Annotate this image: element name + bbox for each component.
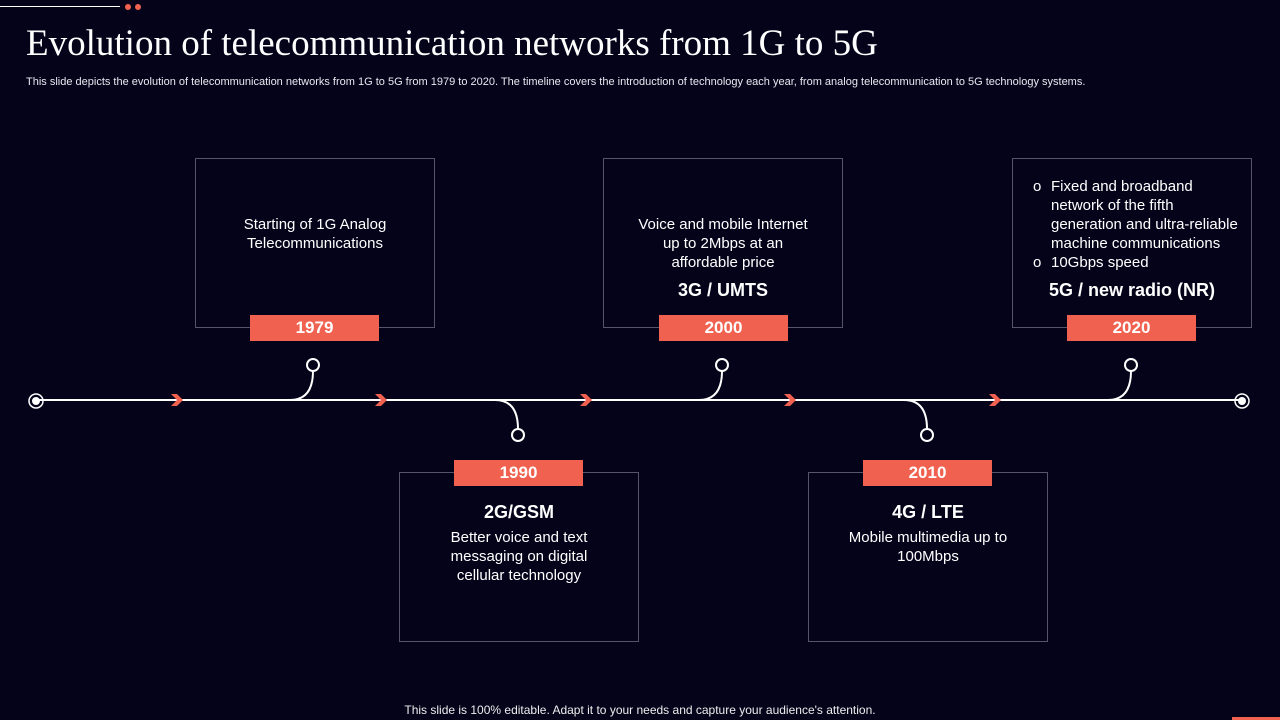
milestone-card-1990: 2G/GSM Better voice and text messaging o… <box>399 472 639 642</box>
year-badge: 2020 <box>1067 315 1196 341</box>
year-badge: 1990 <box>454 460 583 486</box>
year-badge: 1979 <box>250 315 379 341</box>
decor-dot <box>125 4 131 10</box>
generation-label: 5G / new radio (NR) <box>1048 280 1216 300</box>
footer-note: This slide is 100% editable. Adapt it to… <box>404 703 876 717</box>
generation-label: 3G / UMTS <box>677 280 768 300</box>
milestone-text: Mobile multimedia up to 100Mbps <box>848 529 1008 565</box>
milestone-text: Better voice and text messaging on digit… <box>450 529 588 584</box>
page-title: Evolution of telecommunication networks … <box>26 23 878 64</box>
bullet-item: 10Gbps speed <box>1023 253 1241 272</box>
milestone-card-2020: Fixed and broadband network of the fifth… <box>1012 158 1252 328</box>
milestone-text: Voice and mobile Internet up to 2Mbps at… <box>638 216 808 271</box>
milestone-card-2010: 4G / LTE Mobile multimedia up to 100Mbps <box>808 472 1048 642</box>
year-badge: 2000 <box>659 315 788 341</box>
year-badge: 2010 <box>863 460 992 486</box>
decor-line <box>0 6 120 7</box>
decor-dot <box>135 4 141 10</box>
bullet-item: Fixed and broadband network of the fifth… <box>1023 177 1241 253</box>
generation-label: 2G/GSM <box>483 502 554 522</box>
page-subtitle: This slide depicts the evolution of tele… <box>26 76 1086 88</box>
decor-bar <box>1232 717 1280 720</box>
milestone-text: Starting of 1G Analog Telecommunications <box>243 216 387 252</box>
milestone-card-1979: Starting of 1G Analog Telecommunications <box>195 158 435 328</box>
bullet-list: Fixed and broadband network of the fifth… <box>1023 177 1241 272</box>
generation-label: 4G / LTE <box>892 502 964 522</box>
milestone-card-2000: Voice and mobile Internet up to 2Mbps at… <box>603 158 843 328</box>
